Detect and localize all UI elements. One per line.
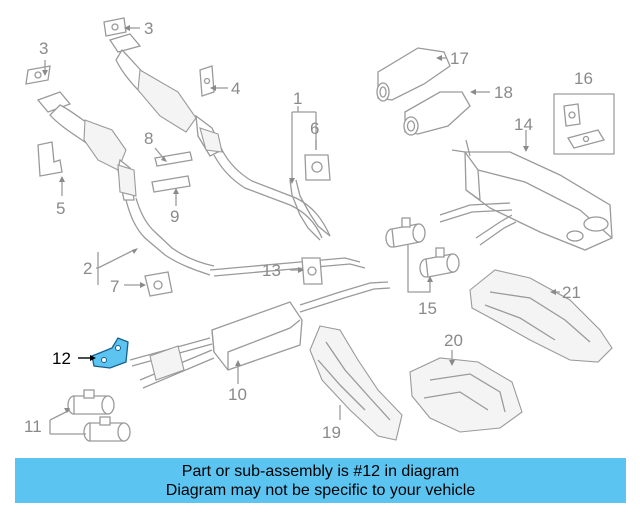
- right-catalytic-converter: [108, 33, 331, 239]
- exhaust-tip-18: [403, 91, 471, 136]
- label-1: 1: [293, 89, 302, 108]
- label-21: 21: [562, 283, 581, 302]
- center-muffler: [129, 257, 391, 389]
- clamp-15-upper: [385, 217, 426, 248]
- exhaust-tip-17: [376, 47, 451, 102]
- clamp-11-lower: [83, 416, 131, 442]
- bracket-12-highlighted: [91, 337, 129, 369]
- hanger-13: [301, 257, 323, 285]
- part-number-labels: 3 3 4 5 1 6 8 9 2 7 13 10 11 12 14 15 16…: [24, 19, 593, 442]
- exhaust-parts-diagram: 3 3 4 5 1 6 8 9 2 7 13 10 11 12 14 15 16…: [24, 17, 615, 442]
- clamp-15-lower: [419, 247, 460, 278]
- label-4: 4: [231, 79, 240, 98]
- label-10: 10: [228, 385, 247, 404]
- label-20: 20: [444, 331, 463, 350]
- heat-shield-20: [409, 357, 523, 433]
- heat-shield-19: [309, 325, 403, 441]
- clamp-11-upper: [67, 389, 115, 415]
- hanger-6: [304, 154, 331, 181]
- label-3-left: 3: [39, 39, 48, 58]
- info-banner: Part or sub-assembly is #12 in diagram D…: [15, 458, 626, 503]
- gasket-3-top: [103, 17, 127, 37]
- banner-line-2: Diagram may not be specific to your vehi…: [165, 481, 476, 499]
- bracket-4: [199, 65, 215, 97]
- label-15: 15: [418, 299, 437, 318]
- label-3-top: 3: [144, 19, 153, 38]
- clip-8: [154, 151, 193, 167]
- leader-lines: [42, 25, 560, 435]
- label-17: 17: [450, 49, 469, 68]
- rear-muffler-14: [439, 139, 613, 251]
- gasket-3-left: [25, 65, 51, 85]
- left-catalytic-converter: [36, 91, 215, 276]
- clip-9: [151, 175, 191, 193]
- heat-shield-21: [469, 269, 613, 363]
- label-19: 19: [322, 423, 341, 442]
- label-9: 9: [170, 207, 179, 226]
- label-12: 12: [52, 349, 71, 368]
- label-13: 13: [262, 261, 281, 280]
- label-2: 2: [83, 259, 92, 278]
- label-14: 14: [514, 115, 533, 134]
- label-18: 18: [494, 83, 513, 102]
- label-16: 16: [574, 69, 593, 88]
- bracket-7: [144, 271, 173, 297]
- label-6: 6: [310, 119, 319, 138]
- label-7: 7: [110, 277, 119, 296]
- hanger-kit-16: [553, 93, 615, 155]
- bracket-5: [37, 141, 63, 177]
- banner-line-1: Part or sub-assembly is #12 in diagram: [181, 462, 460, 480]
- label-5: 5: [56, 199, 65, 218]
- label-8: 8: [144, 129, 153, 148]
- intermediate-pipes: [289, 179, 331, 241]
- label-11: 11: [24, 417, 42, 436]
